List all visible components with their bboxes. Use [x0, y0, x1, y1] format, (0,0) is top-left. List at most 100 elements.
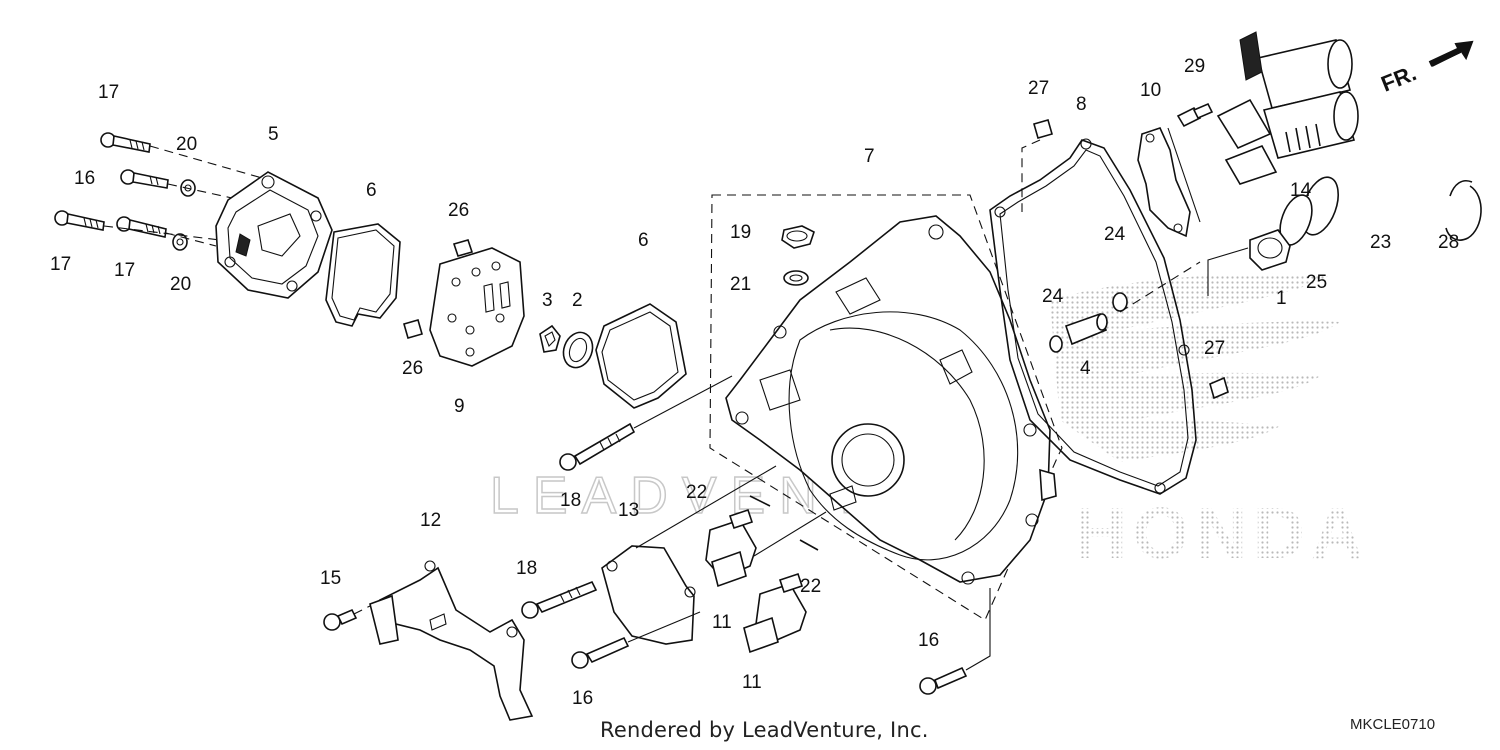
label-4: 4	[1080, 358, 1091, 379]
bracket-10	[1137, 127, 1191, 238]
front-direction-arrow: FR.	[1378, 40, 1474, 97]
dowel-27-bottom	[1209, 376, 1229, 400]
label-16-lower-right: 16	[918, 630, 939, 651]
label-20-top: 20	[176, 134, 197, 155]
label-24-upper: 24	[1104, 224, 1126, 245]
label-26-top: 26	[448, 200, 469, 221]
bolt-17-lower-mid	[116, 216, 167, 238]
label-29: 29	[1184, 56, 1205, 77]
gasket-6-right	[595, 303, 687, 409]
label-22-upper: 22	[686, 482, 707, 503]
label-18-upper: 18	[560, 490, 581, 511]
leader-15	[353, 605, 371, 615]
label-16-lower-left: 16	[572, 688, 593, 709]
dowel-26-bottom	[403, 319, 423, 339]
label-20-bottom: 20	[170, 274, 191, 295]
leader-18-upper	[633, 375, 733, 429]
solenoid-14	[1216, 31, 1359, 185]
label-17-lower-left: 17	[50, 254, 71, 275]
bolt-15	[323, 608, 358, 631]
bolt-18-lower	[521, 580, 598, 619]
label-25: 25	[1306, 272, 1327, 293]
label-10: 10	[1140, 80, 1161, 101]
cap-1	[1249, 229, 1291, 271]
label-23: 23	[1370, 232, 1391, 253]
label-14: 14	[1290, 180, 1312, 201]
leader-11-upper	[753, 511, 827, 557]
pin-22-lower	[799, 539, 819, 551]
bolt-18-upper	[559, 422, 636, 471]
label-26-bottom: 26	[402, 358, 423, 379]
o-ring-21	[783, 270, 809, 286]
bolt-16-lower-right	[919, 666, 968, 695]
label-11-upper: 11	[712, 612, 732, 633]
gasket-8	[989, 138, 1197, 495]
label-2: 2	[572, 290, 583, 311]
separator-plate-9	[429, 247, 525, 367]
leader-cap-1	[1207, 247, 1249, 296]
svg-text:FR.: FR.	[1378, 60, 1420, 96]
guard-13	[601, 545, 696, 645]
honda-wing-watermark	[1050, 273, 1340, 462]
label-22-lower: 22	[800, 576, 821, 597]
leader-16-lower-right	[965, 588, 991, 671]
cap-19	[781, 225, 815, 249]
label-24-lower: 24	[1042, 286, 1064, 307]
sensor-11-lower	[743, 572, 807, 654]
label-7: 7	[864, 146, 875, 167]
bolt-16-left	[120, 169, 169, 189]
o-ring-3	[539, 324, 561, 353]
leader-29	[1167, 127, 1201, 223]
label-3: 3	[542, 290, 553, 311]
part-labels: 17 20 5 16 6 17 17 20 26 26 3 2 6 9 7 19…	[50, 56, 1459, 709]
washer-20-bottom	[172, 233, 188, 251]
label-28: 28	[1438, 232, 1459, 253]
dowel-26-top	[452, 239, 474, 257]
leader-24-upper	[1119, 261, 1201, 313]
label-9: 9	[454, 396, 465, 417]
label-27-bottom: 27	[1204, 338, 1225, 359]
label-18-lower: 18	[516, 558, 537, 579]
label-6-left: 6	[366, 180, 377, 201]
pin-22-upper	[749, 495, 771, 507]
label-17-top: 17	[98, 82, 119, 103]
label-27-top: 27	[1028, 78, 1049, 99]
bolt-17-lower-left	[54, 210, 105, 231]
bracket-12	[369, 560, 534, 721]
washer-24-upper	[1112, 292, 1128, 312]
pin-4	[1064, 312, 1108, 346]
bolt-17-top	[100, 132, 151, 153]
label-16-left: 16	[74, 168, 95, 189]
leader-16-lower-left	[627, 611, 701, 643]
label-11-lower: 11	[742, 672, 762, 693]
honda-text-watermark: HONDA	[1075, 494, 1369, 574]
sensor-11-upper	[705, 508, 757, 588]
leader-lines-left-bolts	[103, 145, 263, 247]
label-13: 13	[618, 500, 639, 521]
label-15: 15	[320, 568, 341, 589]
bolt-16-lower-left	[571, 636, 630, 669]
leader-27-top	[1021, 139, 1041, 212]
o-ring-2	[562, 331, 594, 369]
crankcase-cover-7	[725, 215, 1057, 585]
svg-text:HONDA: HONDA	[1075, 494, 1369, 574]
label-6-right: 6	[638, 230, 649, 251]
dowel-27-top	[1033, 119, 1053, 139]
label-17-lower-mid: 17	[114, 260, 135, 281]
label-12: 12	[420, 510, 441, 531]
label-21: 21	[730, 274, 751, 295]
leader-13	[635, 465, 777, 549]
gasket-6-left	[325, 223, 401, 327]
cover-5	[215, 171, 333, 299]
label-5: 5	[268, 124, 279, 145]
screw-29	[1176, 102, 1214, 128]
rendered-by-credit: Rendered by LeadVenture, Inc.	[600, 718, 929, 742]
label-1: 1	[1276, 288, 1287, 309]
label-19: 19	[730, 222, 751, 243]
ring-28	[1445, 180, 1482, 241]
washer-24-lower	[1049, 335, 1063, 353]
diagram-code: MKCLE0710	[1350, 716, 1436, 733]
part-7-group-box	[709, 194, 1063, 621]
label-8: 8	[1076, 94, 1087, 115]
